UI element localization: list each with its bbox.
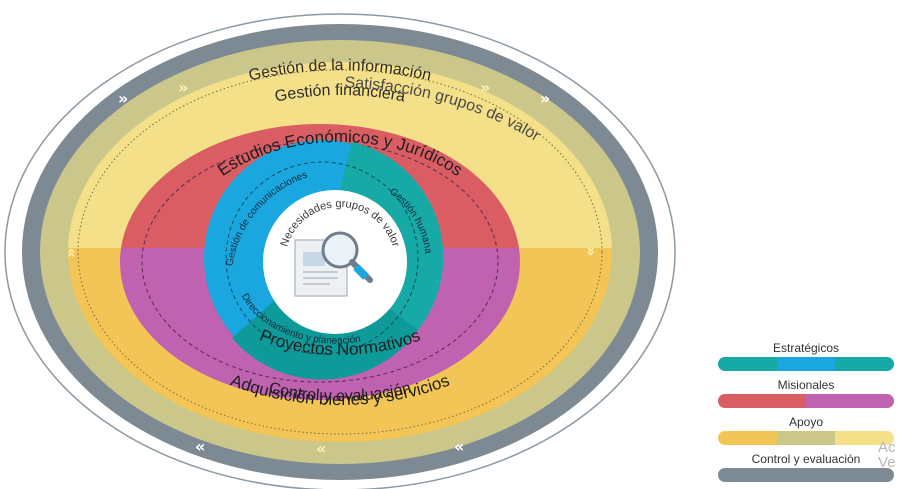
svg-text:«: « xyxy=(316,439,326,458)
legend-label-strategic: Estratégicos xyxy=(772,341,840,355)
watermark-text: Ac Ve xyxy=(878,439,896,471)
outer-outline xyxy=(4,13,676,489)
legend-label-support: Apoyo xyxy=(788,415,824,429)
svg-text:»: » xyxy=(540,89,550,108)
legend-item-control: Control y evaluación xyxy=(718,451,894,488)
svg-text:»: » xyxy=(178,78,188,97)
process-map-diagram: » » » » » » « « « Satisfacción grupos de… xyxy=(4,13,676,489)
svg-text:»: » xyxy=(480,78,490,97)
legend-label-missional: Misionales xyxy=(777,378,835,392)
legend-item-strategic: Estratégicos xyxy=(718,340,894,377)
svg-text:«: « xyxy=(195,437,205,456)
legend-label-control: Control y evaluación xyxy=(751,452,861,466)
svg-text:»: » xyxy=(61,248,80,258)
document-magnifier-icon xyxy=(294,231,373,297)
legend: Estratégicos Misionales Apoyo Control y … xyxy=(718,340,894,488)
svg-text:«: « xyxy=(454,437,464,456)
ring-arrows: » » » » » » « « « xyxy=(61,78,601,458)
legend-bar-control xyxy=(718,468,894,482)
legend-bar-support xyxy=(718,431,894,445)
svg-text:»: » xyxy=(118,89,128,108)
svg-text:»: » xyxy=(582,246,601,256)
legend-item-support: Apoyo xyxy=(718,414,894,451)
legend-item-missional: Misionales xyxy=(718,377,894,414)
legend-bar-strategic xyxy=(718,357,894,371)
support-dotted-line xyxy=(77,69,603,435)
legend-bar-missional xyxy=(718,394,894,408)
ring-label-financiera: Gestión financiera xyxy=(273,82,406,106)
strategic-dashed-ring xyxy=(225,161,419,355)
